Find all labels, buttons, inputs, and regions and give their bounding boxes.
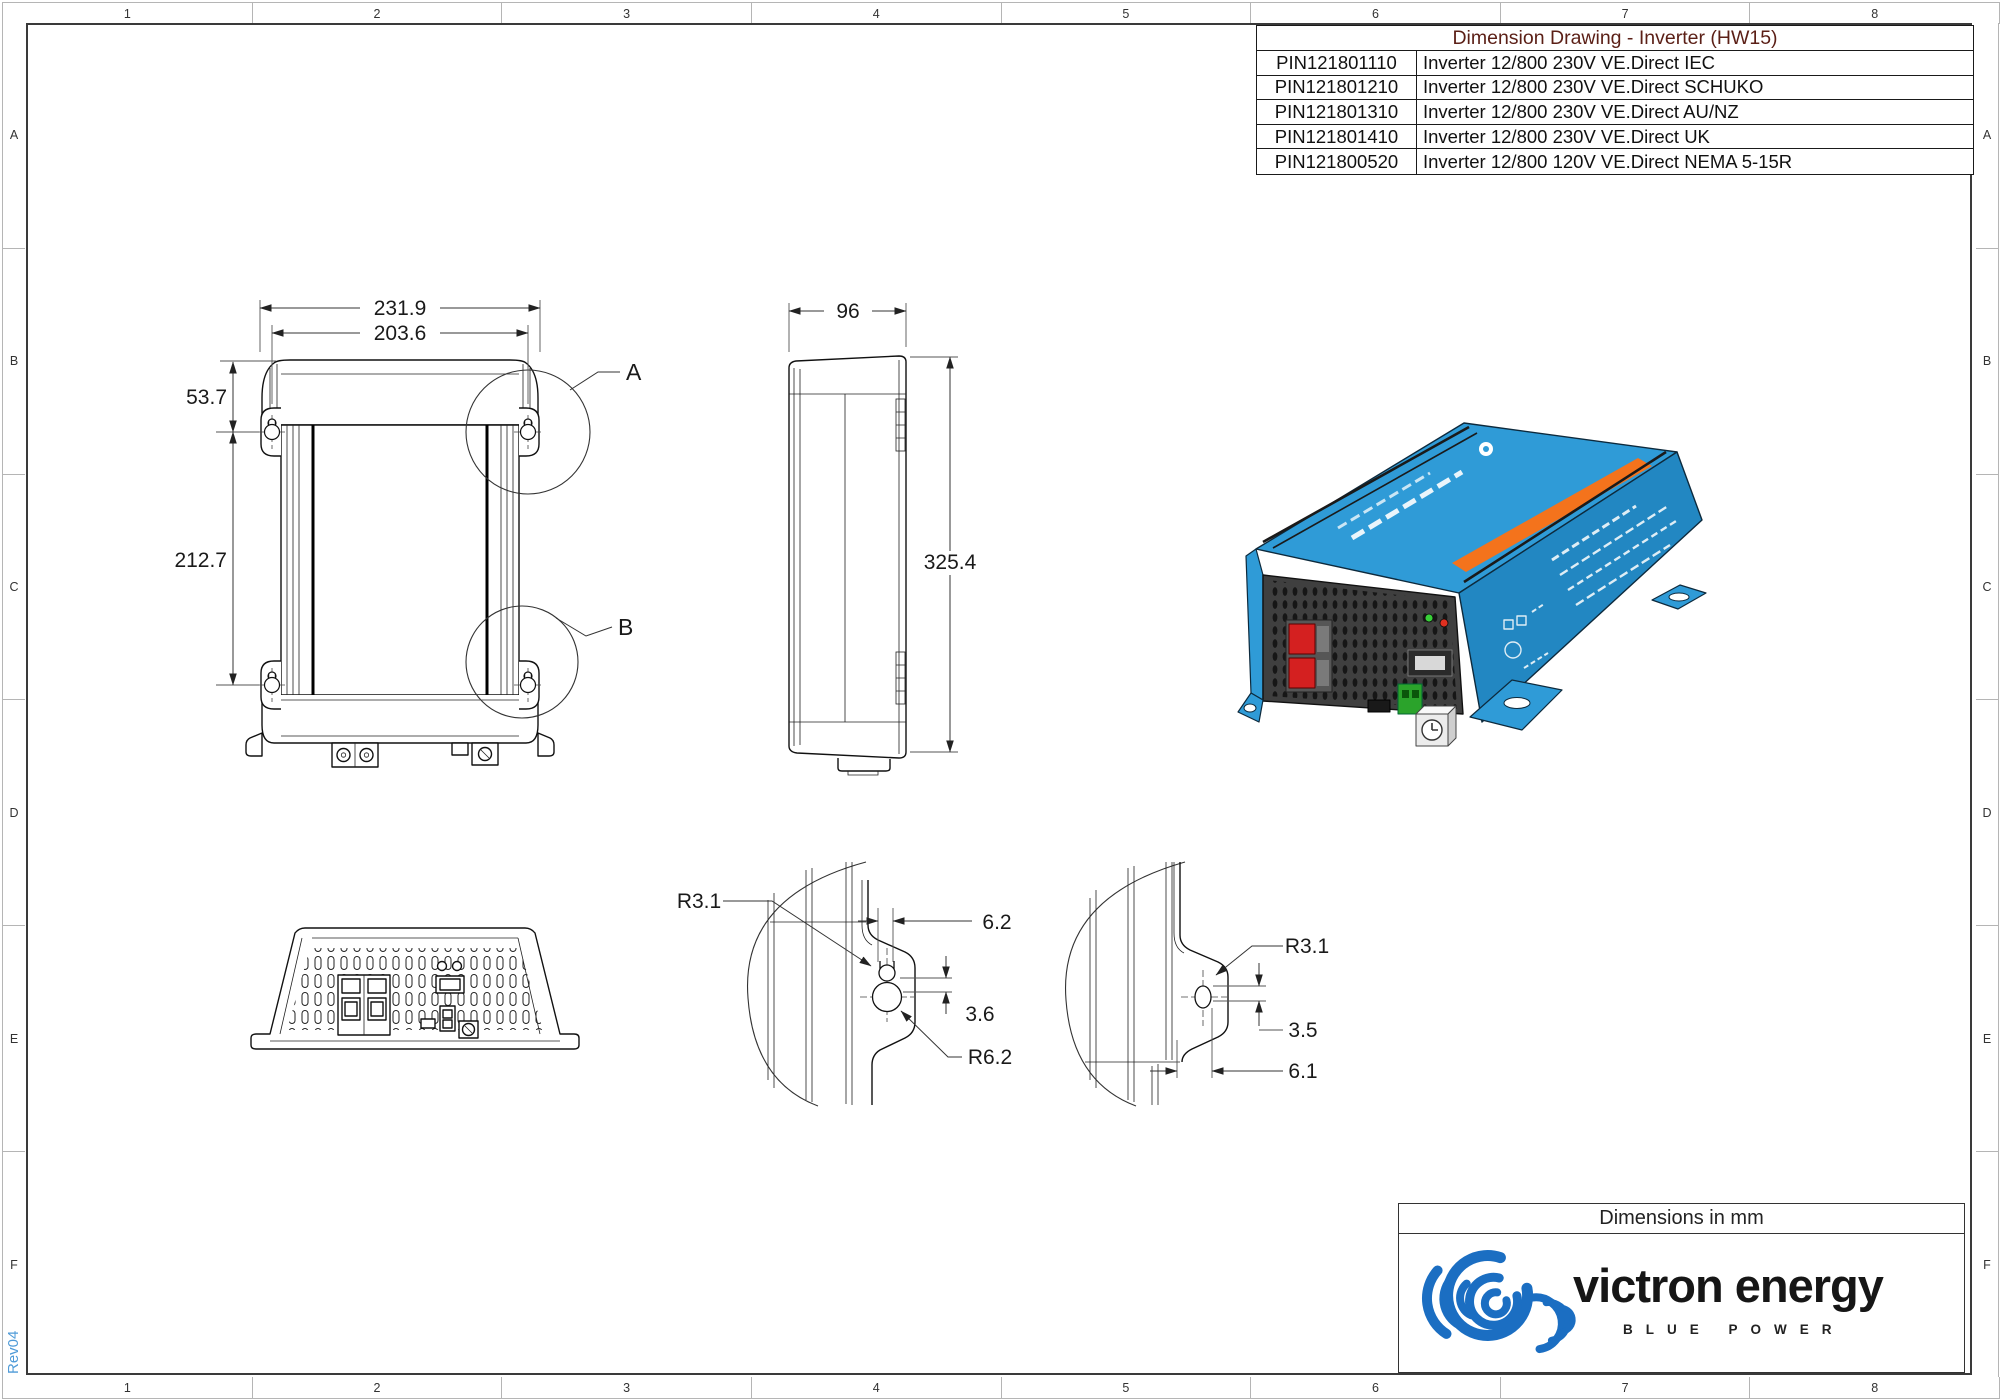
ruler-bottom-col: 4 xyxy=(752,1377,1002,1398)
ruler-top-col: 7 xyxy=(1501,3,1751,24)
drawing-frame xyxy=(26,23,1972,1375)
front-dc-terminals xyxy=(331,742,379,768)
brand-logo: victron energy BLUE POWER xyxy=(1399,1234,1964,1372)
ruler-left-row: D xyxy=(3,700,25,927)
ruler-top-col: 4 xyxy=(752,3,1002,24)
ruler-bottom-col: 7 xyxy=(1501,1377,1751,1398)
part-number: PIN121801310 xyxy=(1257,100,1417,124)
product-name-print xyxy=(1350,469,1464,541)
table-row: PIN121800520 Inverter 12/800 120V VE.Dir… xyxy=(1257,149,1973,174)
end-indicators-and-ports xyxy=(420,960,479,1039)
dim-front-hole-spacing: 212.7 xyxy=(174,549,227,572)
ruler-bottom-col: 1 xyxy=(3,1377,253,1398)
part-number: PIN121801110 xyxy=(1257,51,1417,75)
part-number: PIN121801210 xyxy=(1257,75,1417,100)
ruler-right: A B C D E F xyxy=(1976,23,1999,1377)
dim-detail-a-radius-bottom: R6.2 xyxy=(968,1046,1012,1069)
ruler-left: A B C D E F xyxy=(2,23,25,1377)
brand-name: victron energy xyxy=(1573,1259,1884,1312)
side-view: 96 325.4 xyxy=(788,300,987,776)
vent-slots xyxy=(287,948,543,1030)
ruler-top-col: 6 xyxy=(1251,3,1501,24)
mounting-flanges xyxy=(1237,584,1707,731)
detail-a-keyhole xyxy=(860,948,914,1022)
ruler-top-col: 2 xyxy=(253,3,503,24)
ruler-top: 1 2 3 4 5 6 7 8 xyxy=(2,2,2000,24)
detail-a-callout: A xyxy=(626,359,642,385)
front-small-ports xyxy=(451,742,499,766)
dim-front-top-offset: 53.7 xyxy=(186,386,227,409)
ruler-bottom-col: 2 xyxy=(253,1377,503,1398)
led-red xyxy=(1439,618,1449,628)
dim-front-inner-width: 203.6 xyxy=(374,322,427,345)
ruler-bottom-col: 6 xyxy=(1251,1377,1501,1398)
dim-detail-a-radius-top: R3.1 xyxy=(677,890,721,913)
table-row: PIN121801310 Inverter 12/800 230V VE.Dir… xyxy=(1257,100,1973,125)
table-row: PIN121801110 Inverter 12/800 230V VE.Dir… xyxy=(1257,51,1973,76)
detail-b-hole xyxy=(1181,970,1227,1026)
led-green xyxy=(1424,613,1434,623)
parts-table: Dimension Drawing - Inverter (HW15) PIN1… xyxy=(1256,25,1974,175)
ruler-right-row: E xyxy=(1976,926,1998,1153)
ruler-top-col: 1 xyxy=(3,3,253,24)
bottom-view xyxy=(250,927,580,1050)
dim-detail-b-offset: 6.1 xyxy=(1288,1060,1317,1083)
part-number: PIN121800520 xyxy=(1257,149,1417,174)
front-view: A B 231.9 203.6 53.7 212.7 xyxy=(174,296,642,768)
ruler-right-row: F xyxy=(1983,1257,1991,1272)
dim-front-outer-width: 231.9 xyxy=(374,297,427,320)
ruler-left-row: F xyxy=(10,1257,18,1272)
part-number: PIN121801410 xyxy=(1257,124,1417,149)
part-description: Inverter 12/800 230V VE.Direct IEC xyxy=(1423,51,1716,73)
ruler-left-row: A xyxy=(3,23,25,249)
product-render xyxy=(1237,422,1707,747)
dim-detail-b-radius: R3.1 xyxy=(1285,935,1329,958)
dim-side-depth: 96 xyxy=(836,300,859,323)
ruler-right-row: C xyxy=(1976,475,1998,701)
dim-detail-a-slot-height: 3.6 xyxy=(965,1003,994,1026)
ruler-bottom: 1 2 3 4 5 6 7 8 xyxy=(2,1377,2000,1399)
side-port-brackets xyxy=(895,398,906,705)
ruler-bottom-col: 8 xyxy=(1871,1380,1879,1395)
ruler-top-col: 8 xyxy=(1871,6,1879,21)
battery-terminals xyxy=(1285,619,1333,693)
brand-tagline: BLUE POWER xyxy=(1623,1322,1845,1337)
detail-b-bubble xyxy=(465,605,579,719)
dim-detail-b-slot-height: 3.5 xyxy=(1288,1019,1317,1042)
part-description: Inverter 12/800 230V VE.Direct SCHUKO xyxy=(1423,76,1764,98)
ruler-top-col: 5 xyxy=(1002,3,1252,24)
ruler-left-row: C xyxy=(3,475,25,701)
table-row: PIN121801410 Inverter 12/800 230V VE.Dir… xyxy=(1257,124,1973,150)
aux-port xyxy=(1367,699,1391,713)
part-description: Inverter 12/800 230V VE.Direct UK xyxy=(1423,125,1710,147)
detail-b-callout: B xyxy=(618,614,633,640)
ruler-bottom-col: 3 xyxy=(502,1377,752,1398)
orange-stripe xyxy=(1452,458,1652,572)
title-block: Dimensions in mm victron energy BLUE POW… xyxy=(1398,1203,1965,1373)
ruler-right-row: B xyxy=(1976,249,1998,475)
detail-b-view: R3.1 3.5 6.1 xyxy=(1064,861,1329,1107)
dim-side-height: 325.4 xyxy=(924,551,977,574)
spec-label-print xyxy=(1503,504,1677,669)
ruler-right-row: A xyxy=(1976,23,1998,249)
part-description: Inverter 12/800 230V VE.Direct AU/NZ xyxy=(1423,100,1739,122)
units-label: Dimensions in mm xyxy=(1399,1204,1964,1234)
end-terminal-block xyxy=(337,974,391,1036)
detail-a-view: R3.1 6.2 3.6 R6.2 xyxy=(677,861,1012,1107)
victron-swirl-icon xyxy=(1421,1250,1576,1354)
part-description: Inverter 12/800 120V VE.Direct NEMA 5-15… xyxy=(1423,150,1793,172)
parts-table-title: Dimension Drawing - Inverter (HW15) xyxy=(1257,26,1973,51)
display-window xyxy=(1407,649,1453,677)
ruler-right-row: D xyxy=(1976,700,1998,927)
dim-detail-a-offset: 6.2 xyxy=(982,911,1011,934)
ruler-bottom-col: 5 xyxy=(1002,1377,1252,1398)
ruler-left-row: B xyxy=(3,249,25,475)
ruler-top-col: 3 xyxy=(502,3,752,24)
ruler-left-row: E xyxy=(3,926,25,1153)
dial-cube xyxy=(1415,705,1457,747)
ve-direct-connector xyxy=(1397,683,1423,715)
table-row: PIN121801210 Inverter 12/800 230V VE.Dir… xyxy=(1257,75,1973,101)
